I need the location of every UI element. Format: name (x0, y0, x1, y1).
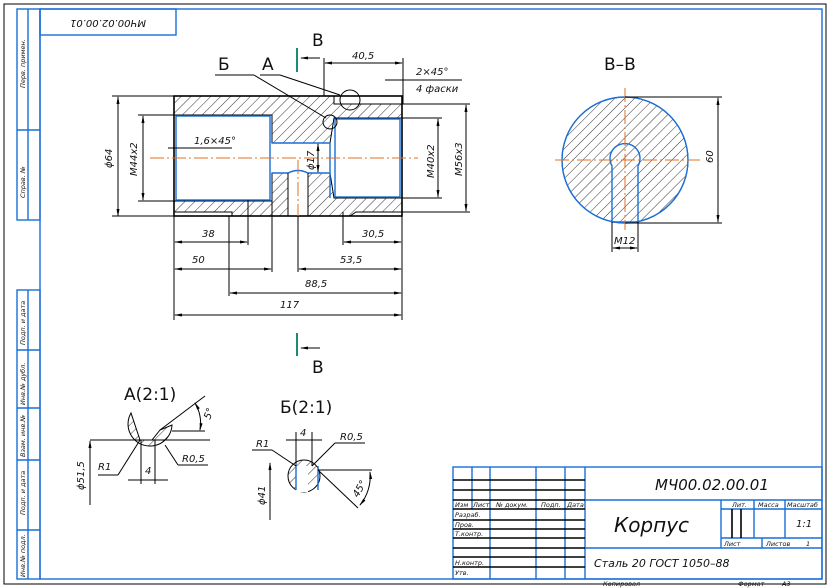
dim-m56: M56x3 (454, 142, 465, 176)
callout-a: А (262, 55, 274, 75)
section-letter-bottom: В (312, 358, 324, 378)
tb-copied: Копировал (603, 580, 640, 588)
tb-format-value: А3 (781, 580, 791, 588)
detail-b-r1: R1 (256, 439, 269, 450)
tb-sheet-label: Лист (723, 540, 741, 548)
dim-117: 117 (280, 300, 300, 311)
section-letter-top: В (312, 31, 324, 51)
tb-format-label: Формат (738, 580, 765, 588)
dim-m12: M12 (614, 236, 635, 247)
dim-88-5: 88,5 (305, 279, 327, 290)
tb-date: Дата (566, 501, 584, 509)
dim-60: 60 (705, 150, 716, 163)
dim-m40: M40x2 (426, 144, 437, 178)
tb-sign: Подп. (541, 501, 561, 509)
stamp-code: МЧ00.02.00.01 (70, 17, 146, 28)
dim-53-5: 53,5 (340, 255, 362, 266)
tb-sheets-label: Листов (765, 540, 790, 548)
detail-a-circle (339, 89, 361, 111)
tb-nkontr: Н.контр. (455, 559, 484, 567)
top-stamp: МЧ00.02.00.01 (39, 8, 177, 36)
tb-part-name: Корпус (614, 513, 689, 537)
tb-material: Сталь 20 ГОСТ 1050–88 (594, 557, 730, 570)
detail-b-w4: 4 (300, 428, 306, 439)
detail-a-view: А(2:1) 5° ϕ51,5 R1 R0,5 4 (76, 385, 217, 505)
callout-b: Б (218, 55, 230, 75)
section-marker-bottom: В (296, 333, 324, 378)
tb-mass-label: Масса (758, 501, 779, 509)
strip-inv-dubl: Инв.№ дубл. (19, 363, 27, 405)
detail-b-d41: ϕ41 (257, 486, 268, 505)
dim-chamfer-left: 1,6×45° (194, 136, 236, 147)
strip-podp-data-1: Подп. и дата (19, 301, 27, 345)
detail-b-angle: 45° (351, 479, 369, 500)
strip-sprav-no: Справ. № (19, 166, 27, 198)
tb-prov: Пров. (455, 521, 474, 529)
dim-38: 38 (202, 229, 215, 240)
dim-m44: M44x2 (129, 142, 140, 176)
tb-tkontr: Т.контр. (455, 530, 483, 538)
section-b-b-view: В–В 60 M12 (555, 55, 722, 252)
main-dimensions: ϕ64 M44x2 1,6×45° ϕ17 M40x2 M56x3 40,5 2… (104, 51, 470, 320)
section-view-title: В–В (604, 55, 636, 75)
detail-b-r0-5: R0,5 (340, 432, 363, 443)
title-block: Изм Лист № докум. Подп. Дата Разраб. Про… (452, 466, 823, 588)
tb-scale-label: Масштаб (787, 501, 818, 509)
tb-utv: Утв. (455, 569, 469, 577)
strip-vzam-inv: Взам. инв.№ (19, 415, 27, 457)
strip-inv-podl: Инв.№ подл. (19, 534, 27, 577)
outer-border (3, 3, 827, 585)
dim-50: 50 (192, 255, 205, 266)
section-marker-top: В (296, 31, 324, 72)
dim-chamfer-right: 2×45° (416, 67, 448, 78)
detail-b-circle (322, 114, 338, 130)
detail-b-view: Б(2:1) 4 R1 R0,5 ϕ41 45° (252, 398, 373, 520)
dim-30-5: 30,5 (362, 229, 384, 240)
dim-chamfer-note: 4 фаски (416, 84, 459, 95)
detail-b-title: Б(2:1) (280, 398, 332, 418)
dim-d64: ϕ64 (104, 149, 115, 168)
detail-a-r1: R1 (98, 462, 111, 473)
tb-izm: Изм (455, 501, 468, 509)
strip-perv-primen: Перв. примен. (19, 39, 27, 88)
tb-scale-value: 1:1 (796, 519, 812, 530)
main-section-view (150, 89, 418, 222)
detail-a-d51-5: ϕ51,5 (76, 461, 87, 490)
tb-sheets-value: 1 (806, 540, 810, 548)
dim-d17: ϕ17 (306, 150, 317, 170)
tb-designation: МЧ00.02.00.01 (655, 476, 769, 494)
dim-40-5: 40,5 (352, 51, 374, 62)
side-strip: Перв. примен. Справ. № Подп. и дата Инв.… (16, 8, 41, 580)
detail-a-w4: 4 (145, 466, 151, 477)
tb-list: Лист (472, 501, 490, 509)
tb-lit-label: Лит. (731, 501, 747, 509)
tb-razrab: Разраб. (455, 511, 481, 519)
detail-a-title: А(2:1) (124, 385, 176, 405)
tb-doc: № докум. (495, 501, 528, 509)
strip-podp-data-2: Подп. и дата (19, 471, 27, 515)
detail-a-r0-5: R0,5 (182, 454, 205, 465)
detail-a-angle: 5° (202, 407, 216, 421)
